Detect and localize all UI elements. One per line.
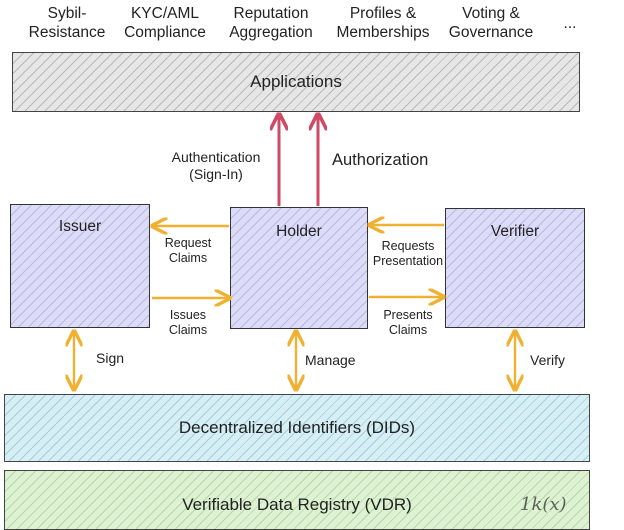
sign-label: Sign <box>96 350 125 366</box>
vdr-label: Verifiable Data Registry (VDR) <box>182 495 412 514</box>
dids-layer: Decentralized Identifiers (DIDs) <box>4 394 590 462</box>
authentication-label: Authentication (Sign-In) <box>171 149 261 182</box>
use-case-kyc-aml: KYC/AML Compliance <box>124 5 206 41</box>
verifier-box: Verifier <box>445 208 585 328</box>
holder-label: Holder <box>276 223 322 240</box>
use-case-reputation: Reputation Aggregation <box>229 5 313 41</box>
dids-label: Decentralized Identifiers (DIDs) <box>178 418 416 437</box>
verify-label: Verify <box>530 352 566 368</box>
use-case-voting: Voting & Governance <box>448 5 534 41</box>
verifier-label: Verifier <box>490 223 540 240</box>
manage-label: Manage <box>305 352 356 368</box>
requests-presentation-label: Requests Presentation <box>372 239 444 268</box>
authorization-label: Authorization <box>332 151 429 169</box>
use-case-more: ... <box>563 15 577 32</box>
use-case-sybil-resistance: Sybil- Resistance <box>28 5 106 41</box>
applications-label: Applications <box>250 72 342 91</box>
presents-claims-label: Presents Claims <box>383 308 433 337</box>
issues-claims-label: Issues Claims <box>168 308 208 337</box>
flow-arrows <box>0 0 624 512</box>
watermark: 1k(x) <box>520 494 567 515</box>
request-claims-label: Request Claims <box>164 236 212 265</box>
issuer-label: Issuer <box>58 218 102 235</box>
use-case-profiles: Profiles & Memberships <box>336 5 430 41</box>
issuer-box: Issuer <box>10 204 150 328</box>
holder-box: Holder <box>230 207 368 329</box>
applications-layer: Applications <box>12 52 580 112</box>
